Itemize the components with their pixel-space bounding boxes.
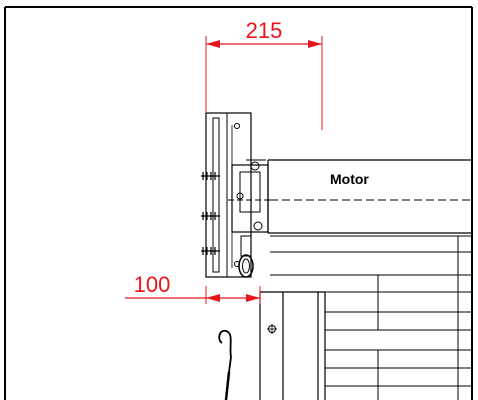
dimension-100: 100	[125, 272, 261, 304]
shutter-slats	[270, 235, 472, 400]
motor-label: Motor	[330, 171, 369, 187]
motor-tube: Motor	[267, 159, 472, 234]
crank-hook	[218, 329, 232, 400]
dimension-215-label: 215	[246, 18, 283, 43]
dimension-100-label: 100	[134, 272, 171, 297]
drawing-frame	[4, 6, 473, 400]
dimension-215: 215	[205, 18, 323, 130]
guide-rail	[259, 291, 326, 400]
eye-fitting	[238, 235, 254, 278]
mounting-bracket	[201, 112, 270, 278]
